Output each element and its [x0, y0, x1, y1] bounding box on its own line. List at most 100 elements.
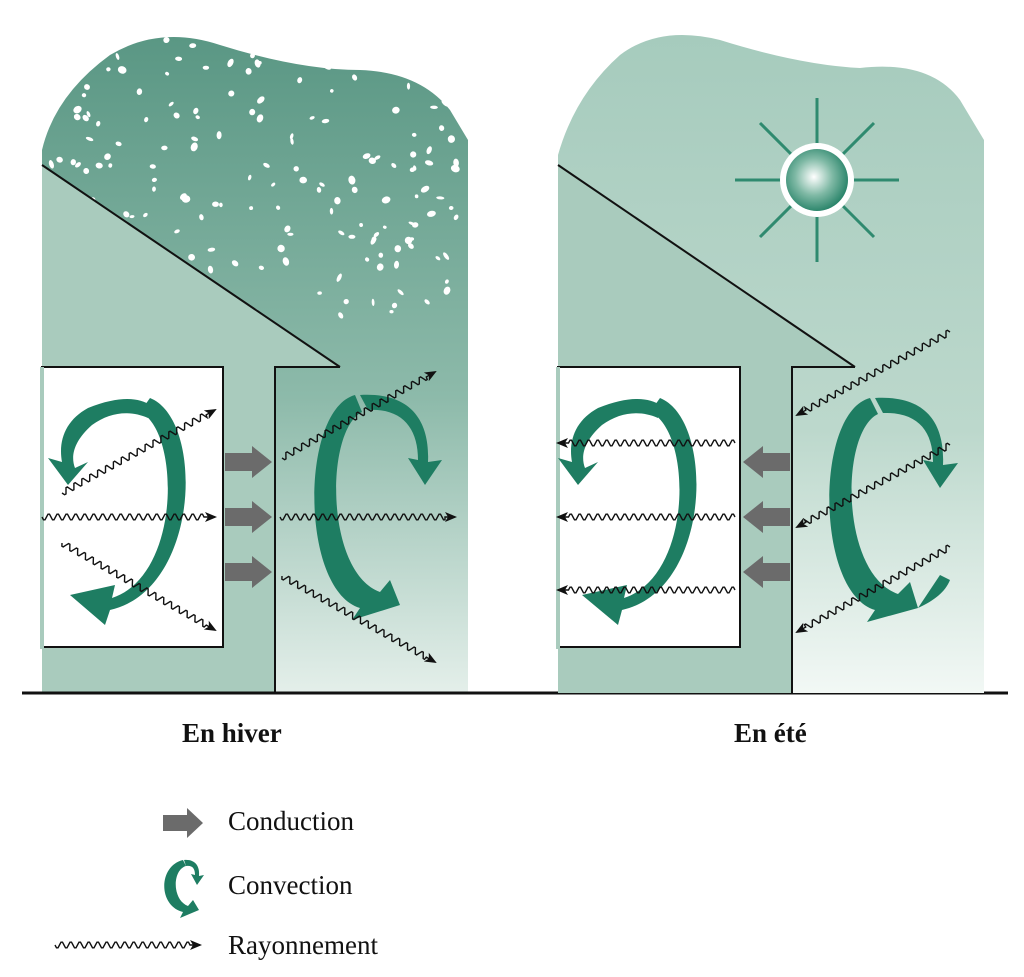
- snowflake: [163, 36, 170, 44]
- snowflake: [274, 44, 280, 50]
- snowflake: [228, 90, 235, 97]
- winter-radiation-wave: [61, 542, 217, 631]
- summer-wall-outline: [791, 366, 855, 693]
- radiation-wave-icon: [54, 940, 202, 950]
- snowflake: [284, 225, 291, 233]
- snowflake: [249, 108, 256, 116]
- snowflake: [75, 162, 81, 168]
- conduction-arrow-icon: [163, 808, 203, 838]
- snowflake: [290, 137, 294, 145]
- snowflake: [447, 135, 456, 143]
- summer-panel: [556, 35, 984, 693]
- snowflake: [81, 93, 87, 98]
- winter-panel: [22, 36, 1008, 695]
- snowflake: [409, 73, 414, 78]
- snowflake: [330, 89, 334, 93]
- snowflake: [343, 298, 349, 305]
- snowflake: [424, 299, 430, 305]
- snowflake: [207, 265, 214, 274]
- snowflake: [104, 153, 111, 160]
- snowflake: [143, 212, 148, 218]
- winter-radiation: [41, 371, 457, 663]
- snowflake: [374, 155, 381, 160]
- snowflake: [189, 43, 197, 49]
- snowflake: [309, 116, 315, 120]
- snowflake: [435, 256, 441, 261]
- snowflake: [316, 40, 321, 44]
- winter-wall-outline: [274, 366, 340, 693]
- snowflake: [151, 177, 157, 183]
- snowflake: [56, 156, 63, 163]
- winter-indoor-convection: [48, 398, 186, 625]
- snowflake: [152, 186, 156, 192]
- summer-room-left-edge: [556, 367, 560, 649]
- snowflake: [191, 136, 199, 142]
- snowflake: [443, 286, 451, 295]
- snowflake: [414, 194, 419, 199]
- snowflake: [289, 133, 294, 140]
- summer-radiation: [556, 329, 951, 633]
- snowflake: [83, 168, 90, 174]
- snowflake: [382, 225, 387, 229]
- snowflake: [174, 229, 180, 234]
- snowflake: [336, 273, 342, 282]
- snowflake: [190, 142, 198, 152]
- snowflake: [393, 260, 400, 269]
- snowflake: [263, 162, 270, 168]
- snowflake: [391, 163, 397, 168]
- snowflake: [368, 157, 376, 165]
- snowflake: [362, 153, 371, 159]
- snowflake: [420, 185, 430, 193]
- snowflake: [117, 66, 127, 74]
- summer-roof-line: [557, 164, 856, 368]
- snowflake: [391, 302, 398, 309]
- snowflake: [247, 174, 252, 181]
- snowflake: [406, 82, 411, 90]
- snowflake: [199, 214, 204, 221]
- legend-radiation-label: Rayonnement: [228, 930, 378, 960]
- snowflake: [86, 111, 91, 118]
- winter-conduction-arrows: [225, 446, 272, 588]
- snowflake: [219, 202, 223, 208]
- snowflake: [258, 265, 265, 270]
- snowflake: [115, 53, 120, 60]
- snowflake: [338, 312, 344, 319]
- summer-outdoor-convection: [829, 397, 958, 622]
- sun-icon: [735, 98, 899, 262]
- snowflake: [257, 60, 262, 65]
- snowflake: [188, 253, 195, 261]
- snowflake: [317, 291, 322, 295]
- snowflake: [175, 56, 183, 62]
- summer-radiation-wave: [556, 585, 736, 595]
- winter-caption: En hiver: [182, 718, 282, 748]
- summer-radiation-wave: [795, 442, 951, 528]
- snowflake: [364, 257, 370, 262]
- snowflake: [95, 162, 103, 169]
- snowflake: [426, 210, 436, 217]
- snowflake: [370, 236, 377, 245]
- snowflake: [276, 205, 281, 210]
- convection-loop-icon: [164, 859, 204, 918]
- snowflake: [436, 196, 445, 200]
- snowflake: [168, 101, 174, 107]
- winter-radiation-wave: [61, 409, 217, 496]
- snowflake: [129, 215, 135, 219]
- snowflake: [448, 205, 454, 211]
- snowflake: [257, 96, 265, 104]
- snowflake: [256, 114, 264, 123]
- legend-convection-label: Convection: [228, 870, 353, 900]
- snowflake: [352, 74, 358, 81]
- snowflake: [231, 260, 239, 267]
- snowflake: [173, 112, 180, 119]
- winter-radiation-wave: [281, 575, 437, 663]
- snowflake: [245, 68, 252, 75]
- snowflake: [371, 298, 375, 306]
- winter-radiation-wave: [41, 512, 217, 522]
- snowflake: [413, 165, 417, 171]
- snowflake: [293, 166, 299, 172]
- snowflake: [108, 163, 113, 168]
- winter-radiation-wave: [279, 512, 457, 522]
- snowflake: [165, 71, 170, 76]
- snowflake: [216, 131, 222, 140]
- snowflake: [297, 77, 303, 84]
